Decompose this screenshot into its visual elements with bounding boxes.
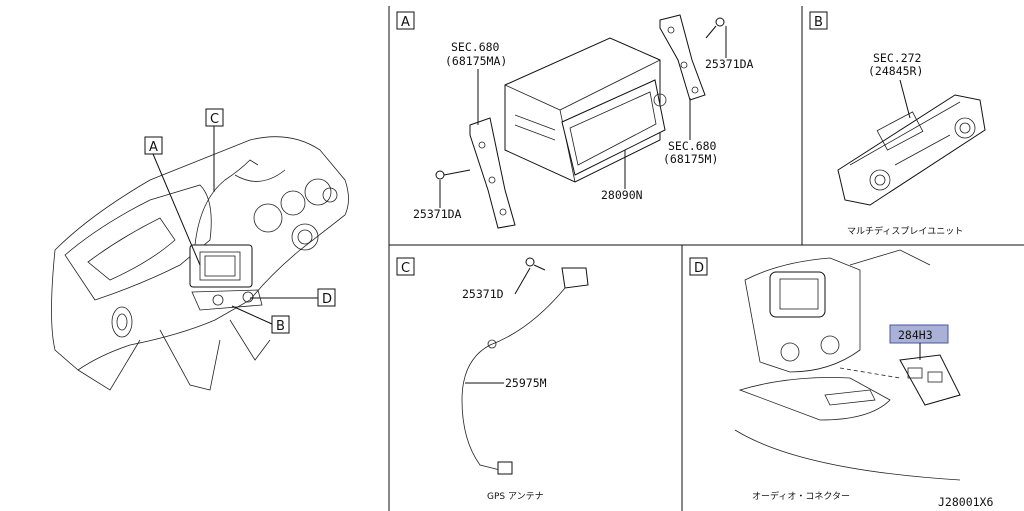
panel-a-label: A — [401, 15, 410, 30]
panel-c-caption: GPS アンテナ — [487, 491, 544, 502]
panel-c: C 25371D 25975M GPS アンテナ — [396, 257, 589, 502]
panel-b-caption: マルチディスプレイユニット — [847, 225, 963, 237]
panel-dividers — [388, 6, 1024, 511]
overview-callout-c[interactable]: C — [205, 108, 224, 192]
label-sec272-code: (24845R) — [868, 64, 923, 78]
head-unit-28090n[interactable] — [504, 37, 667, 183]
bracket-left[interactable] — [469, 117, 516, 229]
bracket-right[interactable] — [659, 14, 706, 101]
overview-callout-d-label: D — [322, 292, 332, 307]
overview-callout-b-label: B — [276, 319, 285, 334]
panel-d-caption: オーディオ・コネクター — [752, 490, 850, 502]
label-screw-25371d: 25371D — [462, 287, 504, 301]
panel-a: A — [396, 11, 754, 229]
label-sec680-left-code: (68175MA) — [445, 54, 507, 68]
center-console — [734, 249, 961, 481]
gps-antenna[interactable] — [461, 267, 589, 475]
panel-b-label: B — [814, 15, 823, 30]
highlight-284h3[interactable]: 284H3 — [889, 324, 949, 360]
screw-25371d[interactable] — [525, 257, 546, 271]
panel-d: D 284H3 オーディオ・コネクター — [689, 249, 961, 502]
label-bolt-right: 25371DA — [705, 57, 754, 71]
screw-right[interactable] — [705, 17, 725, 39]
overview-callout-c-label: C — [210, 112, 219, 127]
label-sec272: SEC.272 — [873, 51, 921, 65]
panel-c-label: C — [401, 261, 410, 276]
dashboard-overview — [51, 136, 349, 391]
panel-d-label: D — [694, 261, 704, 276]
overview-callout-d[interactable]: D — [250, 288, 336, 307]
screw-left[interactable] — [435, 169, 471, 180]
audio-connector[interactable] — [899, 354, 961, 406]
label-unit-28090n: 28090N — [601, 188, 643, 202]
overview-callout-a-label: A — [149, 140, 158, 155]
label-sec680-right: SEC.680 — [668, 139, 717, 153]
label-sec680-right-code: (68175M) — [663, 152, 718, 166]
label-bolt-left: 25371DA — [413, 207, 462, 221]
overview-callout-b[interactable]: B — [231, 305, 290, 334]
label-sec680-left: SEC.680 — [451, 40, 500, 54]
label-284h3: 284H3 — [898, 328, 933, 342]
label-cable-25975m: 25975M — [505, 376, 547, 390]
diagram-code: J28001X6 — [938, 495, 993, 509]
panel-b: B SEC.272 (24845R) マルチディスプレイユニット — [809, 11, 986, 237]
multi-display-unit[interactable] — [837, 94, 986, 206]
overview-callout-a[interactable]: A — [144, 136, 201, 266]
